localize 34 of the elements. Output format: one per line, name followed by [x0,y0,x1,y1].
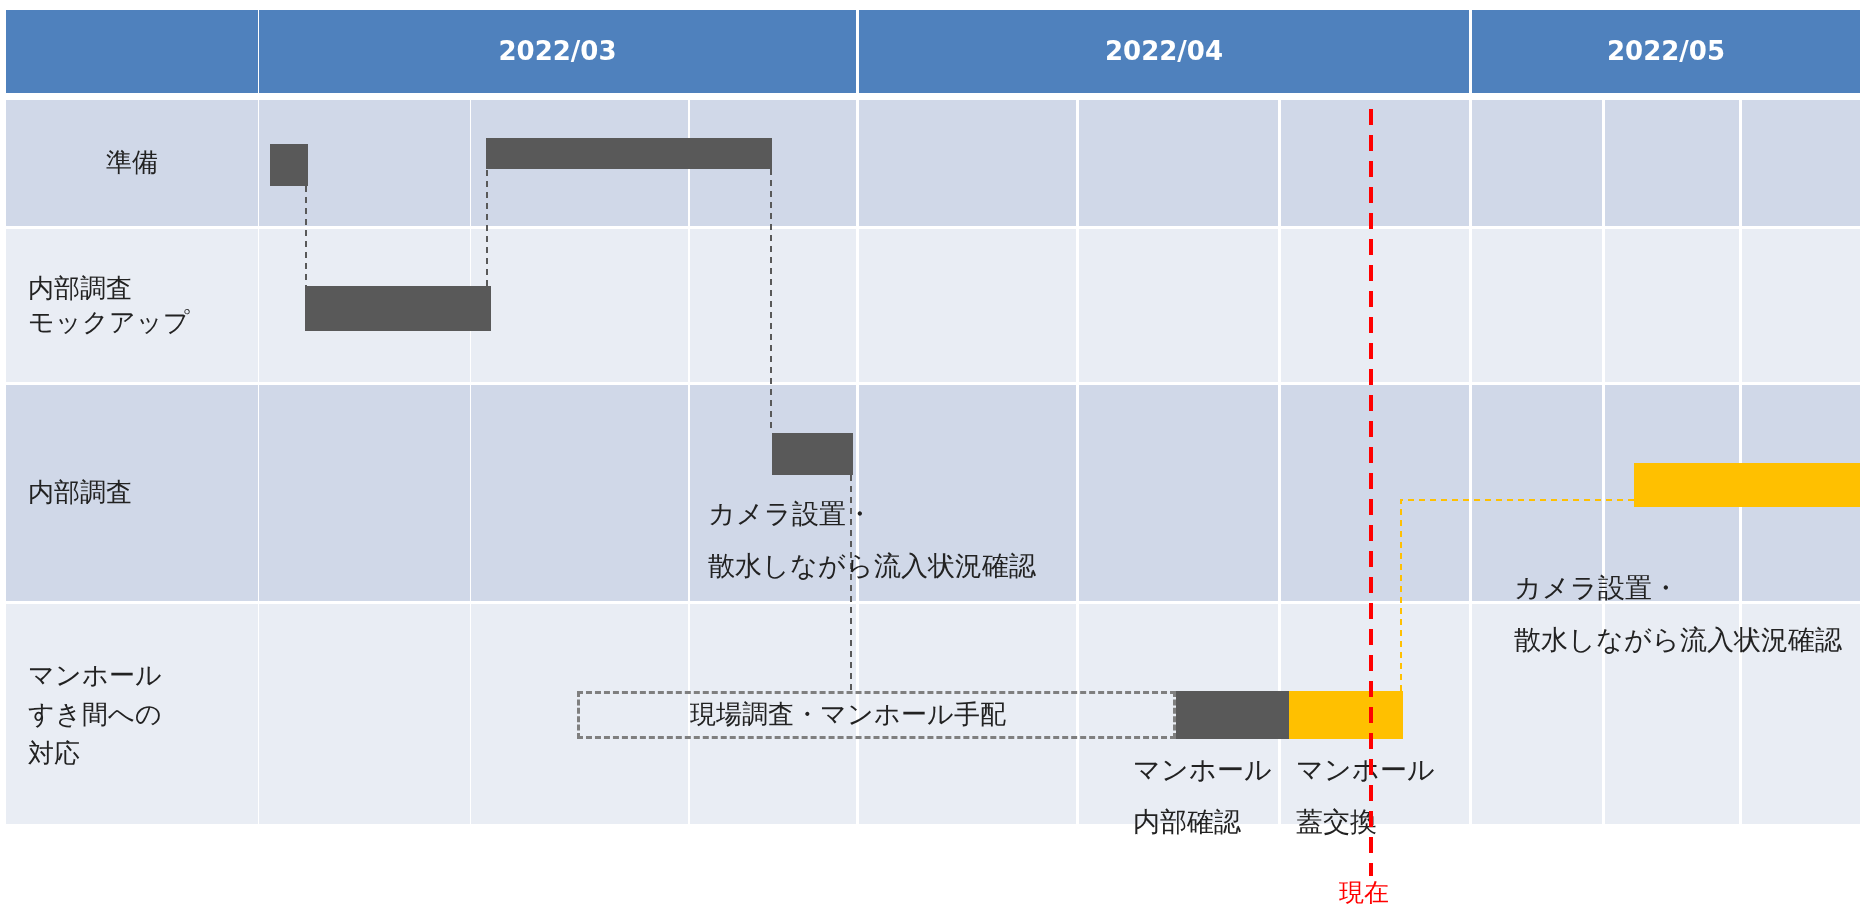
task-label: マンホール [1133,753,1272,787]
month-header-cell [859,10,1469,93]
task-label: 内部確認 [1133,805,1242,839]
task-bar [772,433,853,475]
row-label: 内部調査 [28,271,133,305]
row-header-cell [6,385,258,601]
task-label: 散水しながら流入状況確認 [1514,623,1842,657]
task-bar [1289,691,1403,739]
row-label: 内部調査 [28,476,133,510]
task-label: カメラ設置・ [708,497,874,531]
month-header-cell [259,10,856,93]
task-label: 散水しながら流入状況確認 [708,549,1036,583]
task-bar [1634,463,1860,507]
row-label: すき間への対応 [28,697,163,770]
task-label: カメラ設置・ [1514,571,1680,605]
row-label: 準備 [106,146,158,180]
month-label: 2022/03 [498,34,617,68]
row-label: マンホール [28,658,163,692]
row-header-cell [6,100,258,226]
dependency-line [305,185,307,287]
task-bar [1176,691,1289,739]
month-header-cell [1472,10,1860,93]
current-date-label: 現在 [1339,877,1389,909]
task-box [577,691,1176,739]
task-bar [270,144,308,186]
task-bar [305,286,491,331]
dependency-line [850,474,852,692]
task-label: 現場調査・マンホール手配 [690,698,1006,732]
task-bar [486,138,772,169]
row-label: モックアップ [28,305,191,339]
month-label: 2022/05 [1606,34,1725,68]
month-label: 2022/04 [1104,34,1223,68]
dependency-line [1400,499,1635,692]
dependency-line [486,168,488,287]
